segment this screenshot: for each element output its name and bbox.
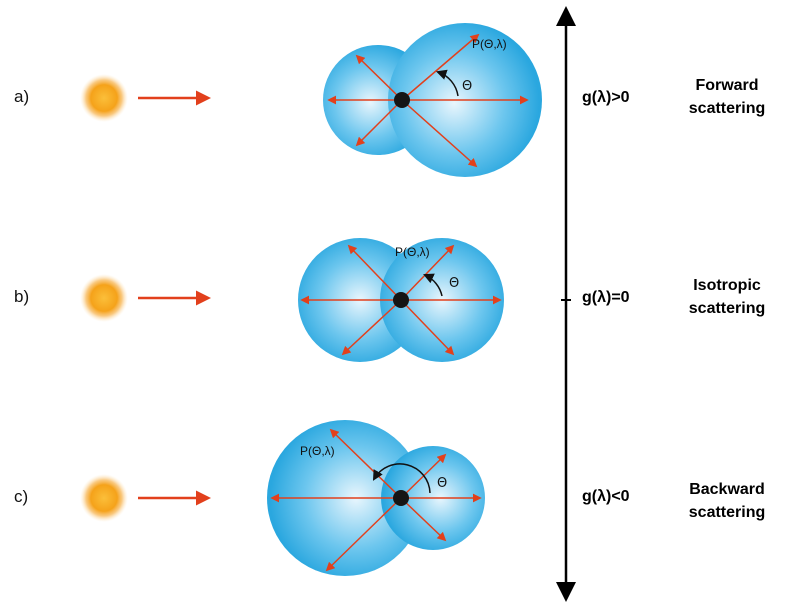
particle (394, 92, 410, 108)
scattering-directions (327, 33, 529, 168)
row-a-forward: P(Θ,λ) Θ (80, 23, 542, 177)
g-label-zero: g(λ)=0 (582, 289, 630, 306)
row-b-isotropic: P(Θ,λ) Θ (80, 238, 504, 362)
row-label-a: a) (14, 87, 30, 106)
type-label-line1: Backward (689, 481, 765, 498)
theta-angle-arc (372, 463, 431, 494)
type-label-line2: scattering (688, 300, 766, 317)
type-label-line2: scattering (688, 100, 766, 117)
phase-function-label: P(Θ,λ) (395, 245, 430, 259)
theta-angle-arc (423, 273, 443, 297)
sun-icon (80, 274, 128, 322)
row-label-b: b) (14, 287, 30, 306)
scattering-directions (300, 244, 502, 356)
particle (393, 292, 409, 308)
particle (393, 490, 409, 506)
phase-function-label: P(Θ,λ) (300, 444, 335, 458)
sun-icon (80, 74, 128, 122)
phase-function-label: P(Θ,λ) (472, 37, 507, 51)
g-label-positive: g(λ)>0 (582, 89, 630, 106)
type-label-forward: Forward scattering (672, 74, 782, 120)
theta-angle-arc (436, 69, 459, 97)
type-label-isotropic: Isotropic scattering (672, 274, 782, 320)
theta-label: Θ (449, 276, 459, 291)
row-c-backward: P(Θ,λ) Θ (80, 420, 485, 576)
scattering-directions (270, 428, 482, 572)
asymmetry-axis (556, 6, 576, 602)
g-label-negative: g(λ)<0 (582, 488, 630, 505)
type-label-backward: Backward scattering (672, 478, 782, 524)
theta-label: Θ (462, 79, 472, 94)
row-label-c: c) (14, 487, 29, 506)
type-label-line2: scattering (688, 504, 766, 521)
sun-icon (80, 474, 128, 522)
theta-label: Θ (437, 476, 447, 491)
type-label-line1: Forward (695, 77, 759, 94)
type-label-line1: Isotropic (693, 277, 761, 294)
